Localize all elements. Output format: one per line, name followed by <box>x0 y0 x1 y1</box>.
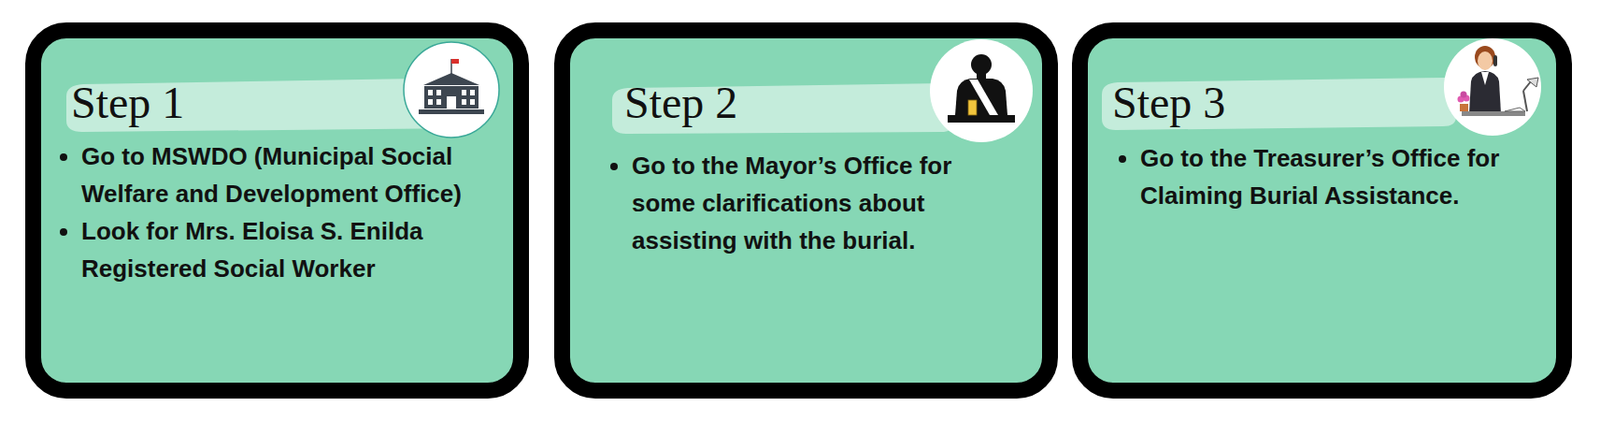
desk <box>1461 111 1526 116</box>
sash <box>969 79 999 115</box>
flower <box>1460 91 1468 99</box>
lamp-head <box>1527 77 1539 87</box>
bullet-text: Go to MSWDO (Municipal Social Welfare an… <box>81 137 514 213</box>
bullet-list: Go to the Treasurer’s Office for Claimin… <box>1087 139 1507 215</box>
glass <box>968 100 977 115</box>
window <box>461 89 467 96</box>
head <box>971 54 992 75</box>
building-icon <box>403 42 500 138</box>
face <box>1477 51 1493 71</box>
hair-fringe <box>1476 47 1494 56</box>
mayor-icon <box>929 39 1033 143</box>
bullet-text: Go to the Treasurer’s Office for Claimin… <box>1140 139 1507 215</box>
window <box>470 89 475 96</box>
building-base <box>418 109 485 115</box>
step-heading: Step 2 <box>624 38 738 128</box>
bullet-list: Go to the Mayor’s Office for some clarif… <box>570 146 999 259</box>
treasurer-icon <box>1443 38 1542 136</box>
icon-circle <box>929 39 1033 143</box>
step-heading: Step 3 <box>1112 38 1226 128</box>
window <box>470 99 475 105</box>
desk <box>947 114 1015 123</box>
bullet-text: Look for Mrs. Eloisa S. Enilda Registere… <box>81 212 514 287</box>
window <box>461 99 467 105</box>
shirt <box>1481 71 1489 86</box>
lamp-arm <box>1523 81 1531 91</box>
bullet-text: Go to the Mayor’s Office for some clarif… <box>631 146 999 259</box>
window <box>428 99 433 105</box>
phone <box>1493 55 1498 67</box>
torso <box>955 78 1008 115</box>
door <box>446 96 457 109</box>
plant-pot <box>1459 103 1469 112</box>
step-card: Step 3 Go to the Treasurer’s Office for C… <box>1071 22 1572 399</box>
roof <box>423 72 480 86</box>
building-body <box>424 85 479 109</box>
step-card: Step 2 Go to the Mayor’s Office for some … <box>554 22 1058 399</box>
suit <box>1469 71 1501 114</box>
papers <box>1504 107 1526 112</box>
icon-circle <box>403 42 500 138</box>
lamp-arm <box>1523 90 1528 112</box>
bullet-list: Go to MSWDO (Municipal Social Welfare an… <box>41 137 514 287</box>
step-heading: Step 1 <box>71 38 185 128</box>
step-card: Step 1 Go to MSWDO (Municipal Social Welf… <box>25 22 529 399</box>
flag <box>451 58 459 64</box>
window <box>428 89 433 96</box>
window <box>436 99 442 105</box>
icon-circle <box>1443 38 1542 136</box>
window <box>436 89 442 96</box>
